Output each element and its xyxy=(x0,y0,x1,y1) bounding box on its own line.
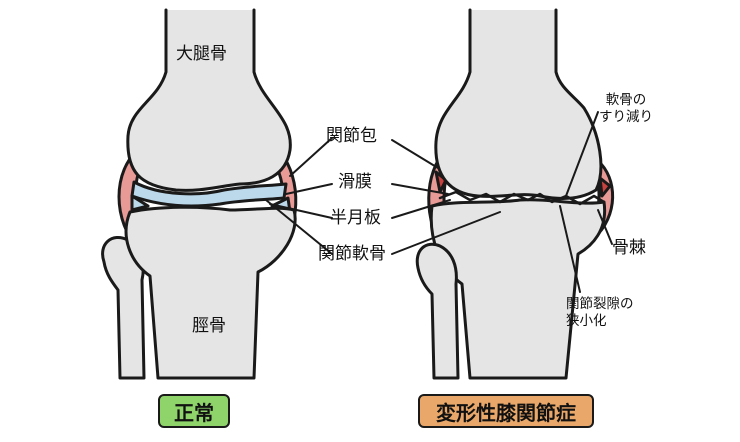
leader-synovium-left xyxy=(285,183,333,195)
leader-cartilage-wear xyxy=(565,111,599,197)
synovium-label: 滑膜 xyxy=(338,172,372,192)
joint-space-line2: 狭小化 xyxy=(566,312,607,329)
leader-cartilage-right xyxy=(391,211,501,255)
leader-joint-space xyxy=(559,205,581,293)
articular-cartilage-label: 関節軟骨 xyxy=(318,244,386,264)
normal-meniscus xyxy=(130,194,150,212)
joint-space-label: 関節裂隙の 狭小化 xyxy=(566,296,634,330)
cartilage-wear-line1: 軟骨の xyxy=(605,92,647,108)
normal-badge: 正常 xyxy=(158,394,230,428)
joint-capsule-label: 関節包 xyxy=(326,126,377,146)
oa-osteophyte-right xyxy=(598,176,612,198)
oa-femur xyxy=(434,8,603,200)
leader-capsule-right xyxy=(391,139,439,169)
oa-rough-cartilage xyxy=(438,190,606,206)
normal-tibia xyxy=(124,205,297,380)
cartilage-wear-line2: すり減り xyxy=(599,108,653,125)
tibia-label: 脛骨 xyxy=(192,316,226,336)
cartilage-wear-label: 軟骨の すり減り xyxy=(586,92,666,126)
leader-cartilage-left xyxy=(265,199,333,255)
leader-meniscus-left xyxy=(269,203,333,219)
meniscus-label: 半月板 xyxy=(330,208,381,228)
normal-femur xyxy=(126,8,292,192)
femur-label: 大腿骨 xyxy=(176,44,227,64)
leader-lines xyxy=(265,111,613,293)
normal-synovium xyxy=(130,180,288,208)
leader-capsule-left xyxy=(289,137,333,177)
leader-osteophyte xyxy=(597,209,613,245)
leader-synovium-right xyxy=(391,183,449,195)
leader-meniscus-right xyxy=(391,199,451,219)
oa-badge: 変形性膝関節症 xyxy=(418,394,594,428)
osteophyte-label: 骨棘 xyxy=(612,238,646,258)
oa-fibula xyxy=(415,242,460,380)
joint-space-line1: 関節裂隙の xyxy=(566,296,634,312)
